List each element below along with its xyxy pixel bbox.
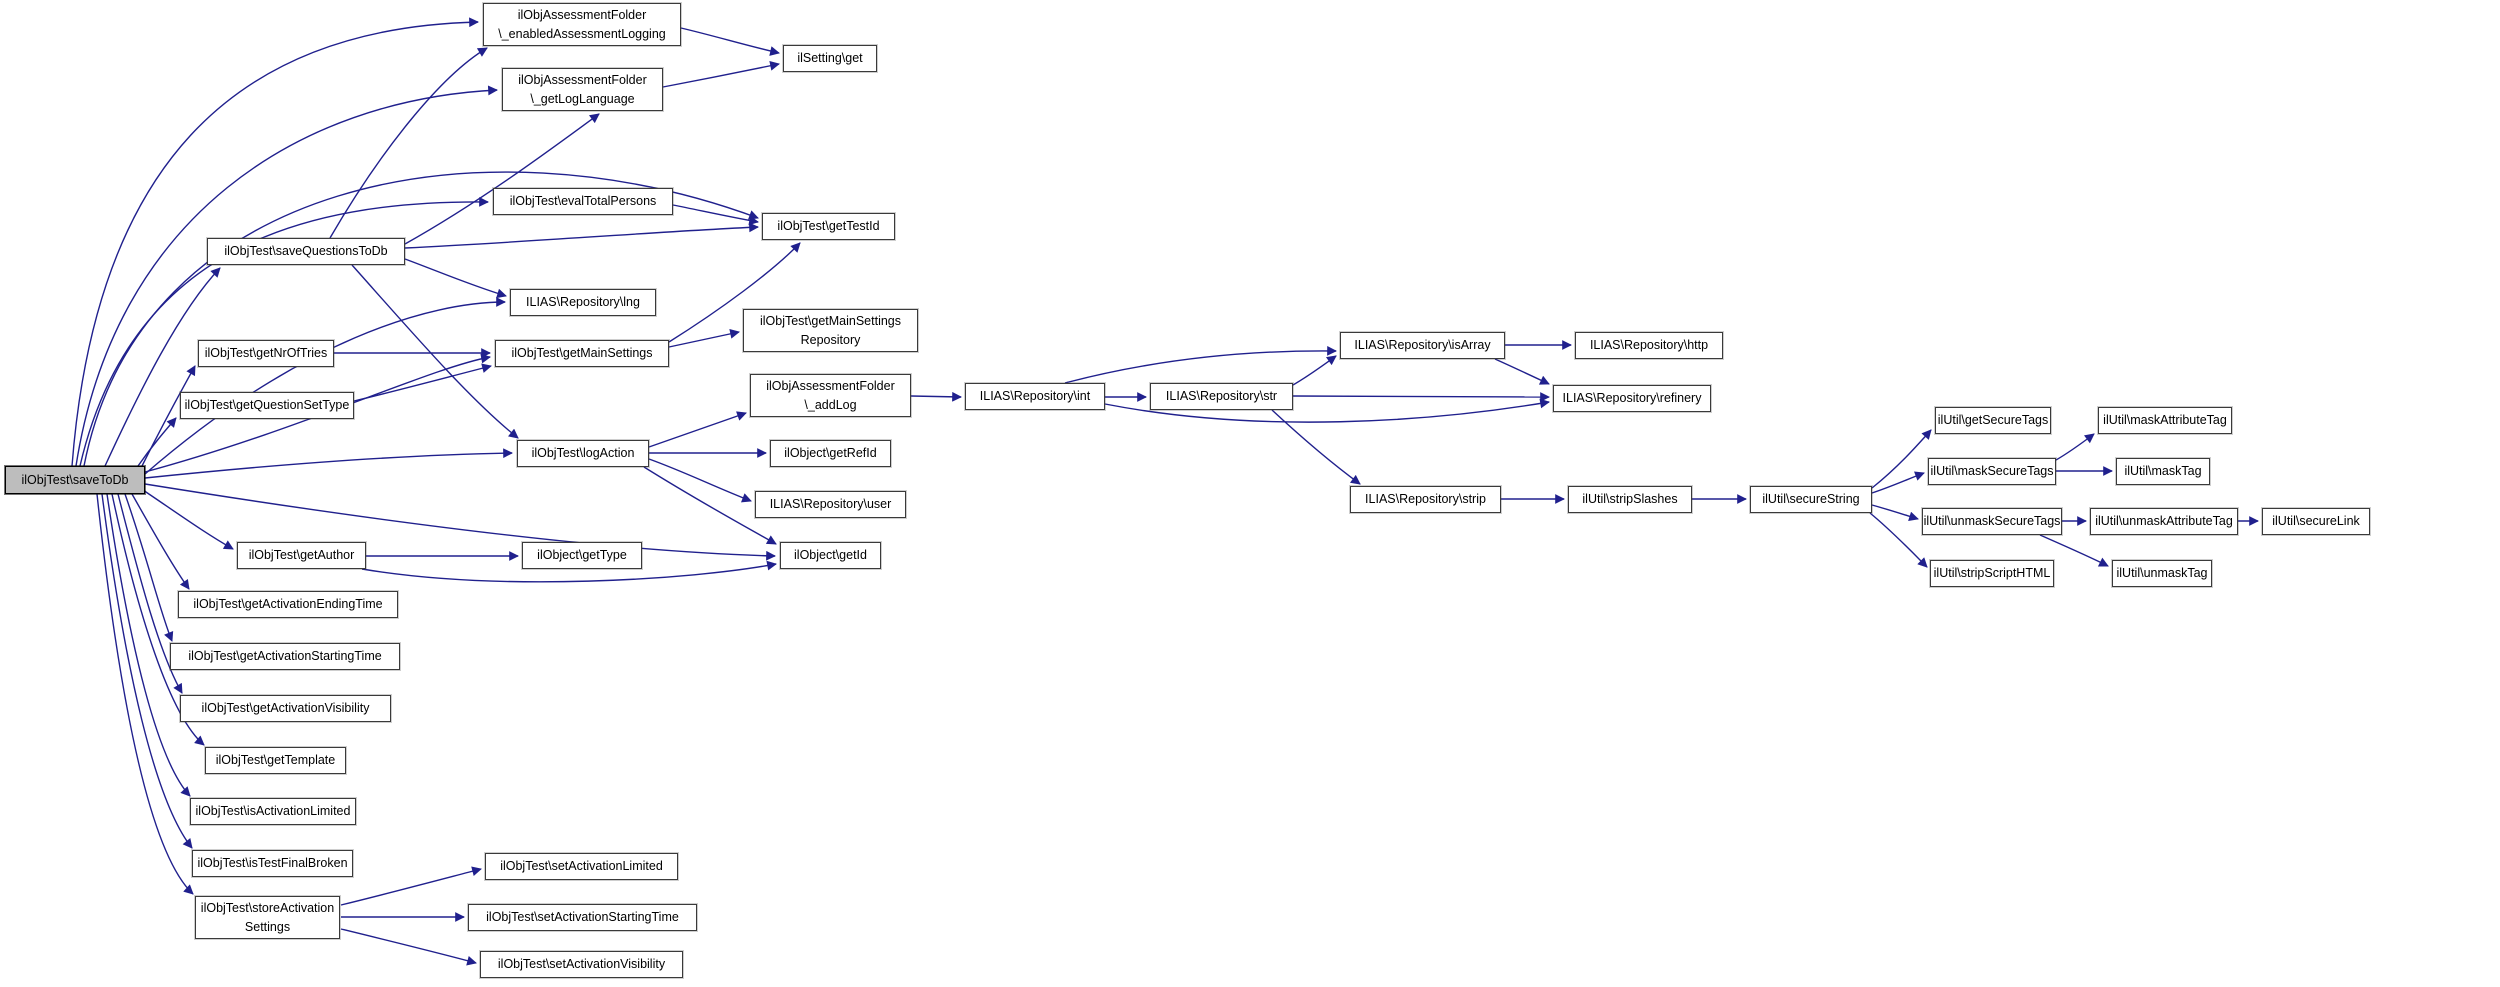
edge-repository_str-to-repository_is_array — [1292, 355, 1337, 386]
edge-store_activation_settings-to-set_activation_limited — [340, 866, 482, 906]
graph-node-set-activation-limited[interactable]: ilObjTest\setActivationLimited — [485, 853, 678, 880]
graph-node-repository-is-array[interactable]: ILIAS\Repository\isArray — [1340, 332, 1505, 359]
graph-node-get-question-set-type[interactable]: ilObjTest\getQuestionSetType — [180, 392, 354, 419]
edge-unmask_secure_tags-to-unmask_tag — [2039, 534, 2109, 567]
edge-get_main_settings-to-get_test_id — [668, 242, 801, 343]
graph-node-save-to-db: ilObjTest\saveToDb — [5, 466, 145, 494]
graph-node-save-questions-to-db[interactable]: ilObjTest\saveQuestionsToDb — [207, 238, 405, 265]
edge-save_to_db-to-is_activation_limited — [106, 493, 191, 797]
edge-save_questions_to_db-to-enabled_assessment_logging — [329, 47, 488, 239]
graph-node-ilsetting-get[interactable]: ilSetting\get — [783, 45, 877, 72]
graph-node-store-activation-settings[interactable]: ilObjTest\storeActivation Settings — [195, 896, 340, 939]
edge-log_action-to-repository_user — [648, 458, 752, 503]
edge-save_to_db-to-get_activation_ending_time — [131, 493, 190, 590]
edge-add_log-to-repository_int — [910, 391, 962, 402]
edge-save_questions_to_db-to-get_test_id — [404, 222, 759, 249]
edge-save_to_db-to-save_questions_to_db — [104, 267, 221, 467]
graph-node-unmask-tag[interactable]: ilUtil\unmaskTag — [2112, 560, 2212, 587]
edge-secure_string-to-unmask_secure_tags — [1871, 504, 1919, 522]
edge-save_to_db-to-get_activation_starting_time — [124, 493, 174, 642]
edge-save_to_db-to-get_template — [111, 493, 205, 746]
graph-node-secure-link[interactable]: ilUtil\secureLink — [2262, 508, 2370, 535]
edge-get_main_settings-to-get_main_settings_repository — [668, 329, 740, 348]
edge-repository_int-to-repository_refinery — [1104, 398, 1550, 423]
graph-node-repository-http[interactable]: ILIAS\Repository\http — [1575, 332, 1723, 359]
edge-repository_str-to-repository_refinery — [1292, 392, 1550, 402]
graph-node-get-ref-id[interactable]: ilObject\getRefId — [770, 440, 891, 467]
graph-node-unmask-attribute-tag[interactable]: ilUtil\unmaskAttributeTag — [2090, 508, 2238, 535]
edge-save_to_db-to-is_test_final_broken — [101, 493, 193, 849]
edge-save_questions_to_db-to-log_action — [351, 264, 519, 439]
graph-node-get-secure-tags[interactable]: ilUtil\getSecureTags — [1935, 407, 2051, 434]
graph-node-repository-user[interactable]: ILIAS\Repository\user — [755, 491, 906, 518]
edge-mask_secure_tags-to-mask_attribute_tag — [2055, 433, 2095, 461]
graph-node-repository-int[interactable]: ILIAS\Repository\int — [965, 383, 1105, 410]
graph-node-is-test-final-broken[interactable]: ilObjTest\isTestFinalBroken — [192, 850, 353, 877]
graph-node-mask-tag[interactable]: ilUtil\maskTag — [2116, 458, 2210, 485]
edge-save_to_db-to-enabled_assessment_logging — [71, 17, 479, 467]
edge-save_to_db-to-get_nr_of_tries — [141, 365, 196, 467]
edge-repository_int-to-repository_is_array — [1064, 345, 1337, 384]
graph-node-get-main-settings[interactable]: ilObjTest\getMainSettings — [495, 340, 669, 367]
edge-log_action-to-add_log — [648, 411, 747, 448]
graph-node-unmask-secure-tags[interactable]: ilUtil\unmaskSecureTags — [1922, 508, 2062, 535]
edge-save_to_db-to-get_test_id — [83, 171, 759, 467]
graph-node-set-activation-visibility[interactable]: ilObjTest\setActivationVisibility — [480, 951, 683, 978]
graph-node-mask-secure-tags[interactable]: ilUtil\maskSecureTags — [1928, 458, 2056, 485]
edge-log_action-to-get_id — [643, 466, 777, 545]
edge-get_question_set_type-to-get_main_settings — [353, 363, 492, 402]
edge-save_to_db-to-get_question_set_type — [137, 417, 177, 467]
edge-repository_is_array-to-repository_refinery — [1494, 358, 1550, 385]
graph-node-get-template[interactable]: ilObjTest\getTemplate — [205, 747, 346, 774]
edge-get_author-to-get_id — [361, 560, 777, 583]
graph-node-get-id[interactable]: ilObject\getId — [780, 542, 881, 569]
edge-save_to_db-to-get_author — [142, 489, 234, 550]
graph-node-repository-refinery[interactable]: ILIAS\Repository\refinery — [1553, 385, 1711, 412]
edge-save_to_db-to-get_id — [144, 483, 776, 561]
graph-node-get-activation-ending-time[interactable]: ilObjTest\getActivationEndingTime — [178, 591, 398, 618]
edge-secure_string-to-get_secure_tags — [1871, 429, 1932, 489]
graph-node-mask-attribute-tag[interactable]: ilUtil\maskAttributeTag — [2098, 407, 2232, 434]
graph-node-log-action[interactable]: ilObjTest\logAction — [517, 440, 649, 467]
graph-node-get-test-id[interactable]: ilObjTest\getTestId — [762, 213, 895, 240]
graph-node-get-activation-starting-time[interactable]: ilObjTest\getActivationStartingTime — [170, 643, 400, 670]
graph-node-enabled-assessment-logging[interactable]: ilObjAssessmentFolder \_enabledAssessmen… — [483, 3, 681, 46]
graph-node-get-main-settings-repository[interactable]: ilObjTest\getMainSettings Repository — [743, 309, 918, 352]
graph-node-add-log[interactable]: ilObjAssessmentFolder \_addLog — [750, 374, 911, 417]
graph-node-strip-slashes[interactable]: ilUtil\stripSlashes — [1568, 486, 1692, 513]
graph-node-get-type[interactable]: ilObject\getType — [522, 542, 642, 569]
graph-node-repository-strip[interactable]: ILIAS\Repository\strip — [1350, 486, 1501, 513]
edge-secure_string-to-mask_secure_tags — [1871, 471, 1925, 494]
graph-node-get-nr-of-tries[interactable]: ilObjTest\getNrOfTries — [198, 340, 334, 367]
edge-repository_str-to-repository_strip — [1271, 409, 1361, 485]
edge-save_to_db-to-store_activation_settings — [96, 493, 194, 895]
graph-node-secure-string[interactable]: ilUtil\secureString — [1750, 486, 1872, 513]
graph-node-repository-str[interactable]: ILIAS\Repository\str — [1150, 383, 1293, 410]
graph-node-repository-lng[interactable]: ILIAS\Repository\lng — [510, 289, 656, 316]
edge-enabled_assessment_logging-to-ilsetting_get — [680, 27, 780, 56]
graph-node-get-log-language[interactable]: ilObjAssessmentFolder \_getLogLanguage — [502, 68, 663, 111]
edge-secure_string-to-strip_script_html — [1869, 512, 1928, 568]
edge-get_log_language-to-ilsetting_get — [662, 60, 780, 88]
edge-save_to_db-to-repository_lng — [144, 297, 506, 475]
graph-node-get-author[interactable]: ilObjTest\getAuthor — [237, 542, 366, 569]
edge-store_activation_settings-to-set_activation_visibility — [340, 928, 477, 966]
edge-save_questions_to_db-to-get_log_language — [404, 113, 600, 245]
edge-save_questions_to_db-to-repository_lng — [404, 258, 507, 299]
graph-node-eval-total-persons[interactable]: ilObjTest\evalTotalPersons — [493, 188, 673, 215]
graph-node-is-activation-limited[interactable]: ilObjTest\isActivationLimited — [190, 798, 356, 825]
graph-node-get-activation-visibility[interactable]: ilObjTest\getActivationVisibility — [180, 695, 391, 722]
edge-eval_total_persons-to-get_test_id — [672, 204, 759, 226]
edge-save_to_db-to-get_activation_visibility — [117, 493, 183, 694]
graph-node-strip-script-html[interactable]: ilUtil\stripScriptHTML — [1930, 560, 2054, 587]
graph-node-set-activation-starting-time[interactable]: ilObjTest\setActivationStartingTime — [468, 904, 697, 931]
edge-save_to_db-to-get_log_language — [75, 85, 498, 467]
edge-save_to_db-to-log_action — [144, 448, 513, 479]
